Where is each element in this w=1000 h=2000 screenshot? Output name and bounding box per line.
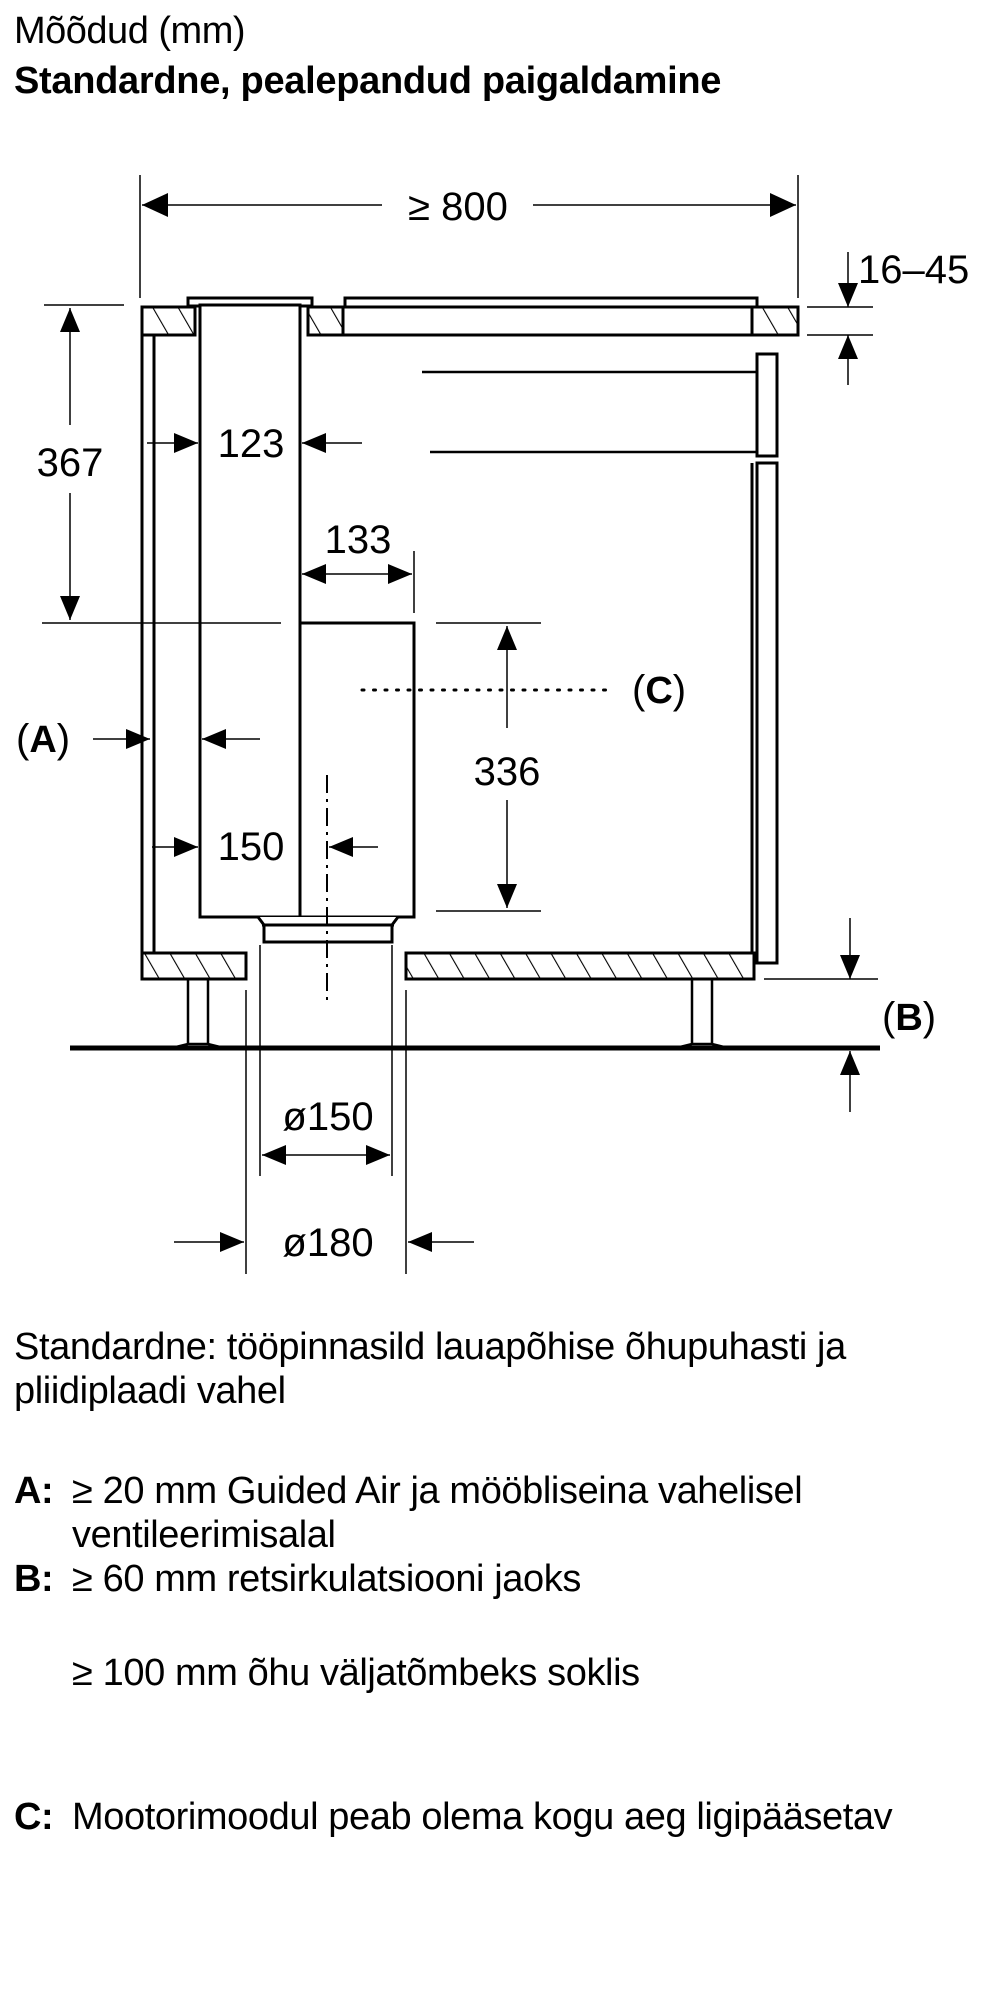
label-width-800: ≥ 800	[408, 185, 508, 229]
page-title: Mõõdud (mm)	[14, 10, 246, 52]
dimension-width-123	[147, 433, 362, 453]
label-width-133: 133	[325, 518, 392, 562]
label-width-123: 123	[218, 422, 285, 466]
purifier-column	[198, 303, 302, 919]
note-text: ≥ 20 mm Guided Air ja mööbliseina vaheli…	[72, 1470, 803, 1556]
dimension-height-367	[42, 304, 281, 624]
page-subtitle: Standardne, pealepandud paigaldamine	[14, 60, 722, 102]
note-c: C: Mootorimoodul peab olema kogu aeg lig…	[14, 1795, 994, 1839]
dimension-duct-outer	[174, 990, 474, 1274]
dimension-worktop-thickness	[807, 252, 873, 385]
label-height-367: 367	[37, 441, 104, 485]
dimension-height-336	[436, 622, 541, 912]
dimension-width-133	[302, 551, 415, 613]
installation-diagram: ≥ 800 16–45 367 123 133 336 150 ø150 ø18…	[16, 175, 969, 1274]
note-text: ≥ 60 mm retsirkulatsiooni jaoks	[72, 1558, 581, 1600]
label-duct-inner: ø150	[282, 1095, 373, 1139]
label-worktop-thickness: 16–45	[858, 248, 969, 292]
label-height-336: 336	[474, 750, 541, 794]
drawer-front-top	[755, 352, 779, 458]
worktop-right	[306, 305, 800, 337]
drawer-front-bottom	[755, 461, 779, 965]
callout-a: (A)	[16, 717, 70, 761]
foot-left	[175, 979, 221, 1049]
note-text: ≥ 100 mm õhu väljatõmbeks soklis	[72, 1652, 640, 1694]
foot-right	[679, 979, 725, 1049]
dimension-duct-inner	[259, 945, 393, 1176]
note-b-extra: ≥ 100 mm õhu väljatõmbeks soklis	[14, 1651, 994, 1695]
notes-section: Standardne: tööpinnasild lauapõhise õhup…	[14, 1325, 994, 1839]
callout-c: (C)	[632, 668, 686, 712]
dimension-width-800	[139, 175, 799, 298]
note-a: A: ≥ 20 mm Guided Air ja mööbliseina vah…	[14, 1469, 994, 1557]
bottom-board-left	[140, 951, 248, 981]
dimension-gap-b	[764, 918, 878, 1112]
note-key: A:	[14, 1470, 54, 1512]
hob	[343, 296, 759, 309]
dimension-offset-150	[152, 837, 378, 857]
note-key: B:	[14, 1558, 54, 1600]
note-text: Mootorimoodul peab olema kogu aeg ligipä…	[72, 1796, 893, 1838]
label-offset-150: 150	[218, 825, 285, 869]
note-intro: Standardne: tööpinnasild lauapõhise õhup…	[14, 1326, 846, 1412]
bottom-board-right	[404, 951, 756, 981]
callout-b: (B)	[882, 995, 936, 1039]
motor-module	[298, 621, 416, 919]
note-b: B: ≥ 60 mm retsirkulatsiooni jaoks	[14, 1557, 994, 1601]
label-duct-outer: ø180	[282, 1221, 373, 1265]
note-key: C:	[14, 1796, 54, 1838]
dimension-gap-a	[93, 729, 260, 749]
worktop-left	[140, 305, 197, 337]
